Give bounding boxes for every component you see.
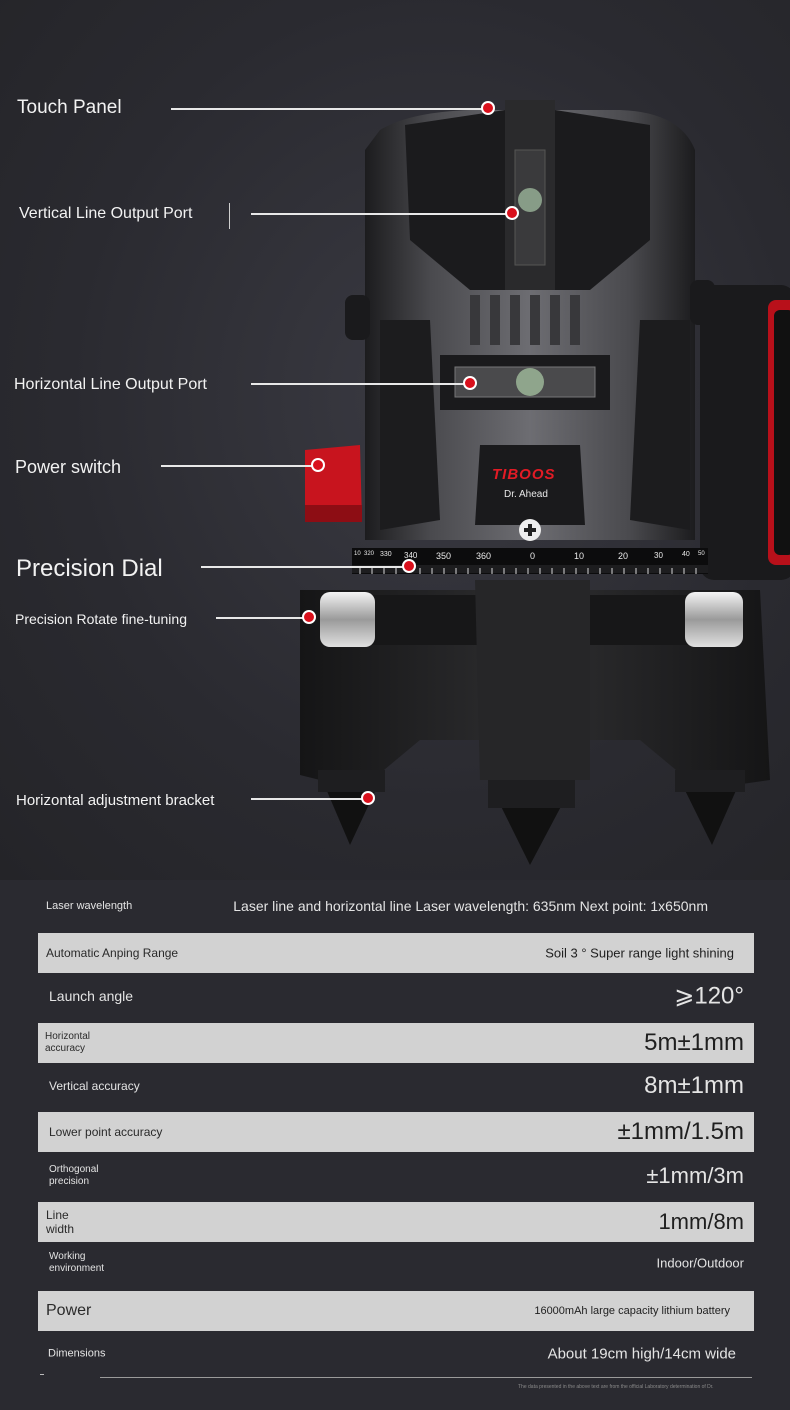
callout-horizontal-adjustment-bracket: Horizontal adjustment bracket	[16, 792, 215, 809]
leader-line	[251, 798, 364, 800]
spec-key: Lower point accuracy	[49, 1125, 163, 1139]
dial-scale: 10 320 330 340 350 360 0 10 20 30 40 50	[352, 551, 708, 563]
spec-value: ±1mm/1.5m	[617, 1118, 744, 1145]
callout-dot	[361, 791, 375, 805]
dial-number: 320	[364, 551, 375, 557]
spec-row-horizontal-accuracy: Horizontal accuracy 5m±1mm	[38, 1023, 754, 1063]
callout-dot	[463, 376, 477, 390]
callout-dot	[481, 101, 495, 115]
leader-line	[171, 108, 483, 110]
callout-precision-dial: Precision Dial	[16, 555, 163, 582]
dial-number: 20	[618, 551, 629, 561]
dial-number: 350	[436, 551, 452, 561]
dial-number: 10	[574, 551, 585, 561]
spec-key: Working environment	[49, 1251, 105, 1274]
spec-key: Vertical accuracy	[49, 1079, 140, 1093]
spec-value: ±1mm/3m	[646, 1163, 744, 1188]
callout-power-switch: Power switch	[15, 457, 122, 477]
spec-value: 5m±1mm	[644, 1029, 744, 1056]
dial-number: 0	[530, 551, 536, 561]
callout-dot	[311, 458, 325, 472]
spec-value: Soil 3 ° Super range light shining	[545, 945, 734, 961]
spec-key: Automatic Anping Range	[46, 946, 179, 960]
leader-line	[251, 213, 507, 215]
spec-value: Laser line and horizontal line Laser wav…	[233, 898, 708, 914]
leader-line	[161, 465, 313, 467]
footnote: The data presented in the above text are…	[518, 1384, 714, 1390]
dial-number: 340	[404, 551, 418, 560]
spec-value: Indoor/Outdoor	[656, 1255, 744, 1271]
spec-row-orthogonal-precision: Orthogonal precision ±1mm/3m	[38, 1156, 754, 1196]
spec-value: 16000mAh large capacity lithium battery	[534, 1305, 730, 1317]
spec-row-launch-angle: Launch angle ⩾120°	[38, 976, 754, 1016]
callout-precision-rotate-fine-tuning: Precision Rotate fine-tuning	[15, 611, 187, 627]
spec-row-vertical-accuracy: Vertical accuracy 8m±1mm	[38, 1066, 754, 1106]
spec-key: Line width	[46, 1208, 75, 1236]
spec-key: Laser wavelength	[46, 900, 133, 912]
spec-row-working-environment: Working environment Indoor/Outdoor	[38, 1243, 754, 1283]
dial-number: 330	[380, 551, 392, 558]
divider	[40, 1374, 44, 1375]
laser-level-illustration	[300, 110, 790, 865]
spec-key: Dimensions	[48, 1347, 106, 1360]
callout-dot	[302, 610, 316, 624]
dial-number: 360	[476, 551, 492, 561]
separator	[229, 203, 230, 229]
callout-dot	[402, 559, 416, 573]
divider	[100, 1377, 752, 1378]
callout-vertical-line-output-port: Vertical Line Output Port	[19, 205, 193, 222]
spec-value: 1mm/8m	[658, 1209, 744, 1234]
spec-key: Horizontal accuracy	[45, 1031, 91, 1054]
spec-row-laser-wavelength: Laser wavelength Laser line and horizont…	[38, 886, 754, 926]
spec-key: Power	[46, 1302, 92, 1319]
callout-horizontal-line-output-port: Horizontal Line Output Port	[14, 376, 207, 393]
spec-value: ⩾120°	[674, 982, 744, 1010]
spec-row-lower-point-accuracy: Lower point accuracy ±1mm/1.5m	[38, 1112, 754, 1152]
spec-key: Launch angle	[49, 988, 134, 1004]
spec-row-power: Power 16000mAh large capacity lithium ba…	[38, 1291, 754, 1331]
dial-number: 30	[654, 551, 663, 560]
sub-brand: Dr. Ahead	[504, 489, 548, 500]
dial-number: 10	[354, 551, 361, 557]
spec-row-dimensions: Dimensions About 19cm high/14cm wide	[38, 1334, 754, 1374]
spec-row-automatic-anping-range: Automatic Anping Range Soil 3 ° Super ra…	[38, 933, 754, 973]
leader-line	[251, 383, 465, 385]
product-hero: TIBOOS Dr. Ahead 10 320 330 340 350 360 …	[0, 0, 790, 880]
spec-value: About 19cm high/14cm wide	[547, 1345, 736, 1363]
spec-row-line-width: Line width 1mm/8m	[38, 1202, 754, 1242]
leader-line	[201, 566, 404, 568]
dial-number: 40	[682, 551, 690, 558]
spec-value: 8m±1mm	[644, 1072, 744, 1099]
dial-number: 50	[698, 551, 705, 557]
spec-key: Orthogonal precision	[49, 1164, 99, 1187]
callout-dot	[505, 206, 519, 220]
brand-logo: TIBOOS	[492, 466, 556, 483]
callout-touch-panel: Touch Panel	[17, 97, 122, 118]
leader-line	[216, 617, 306, 619]
